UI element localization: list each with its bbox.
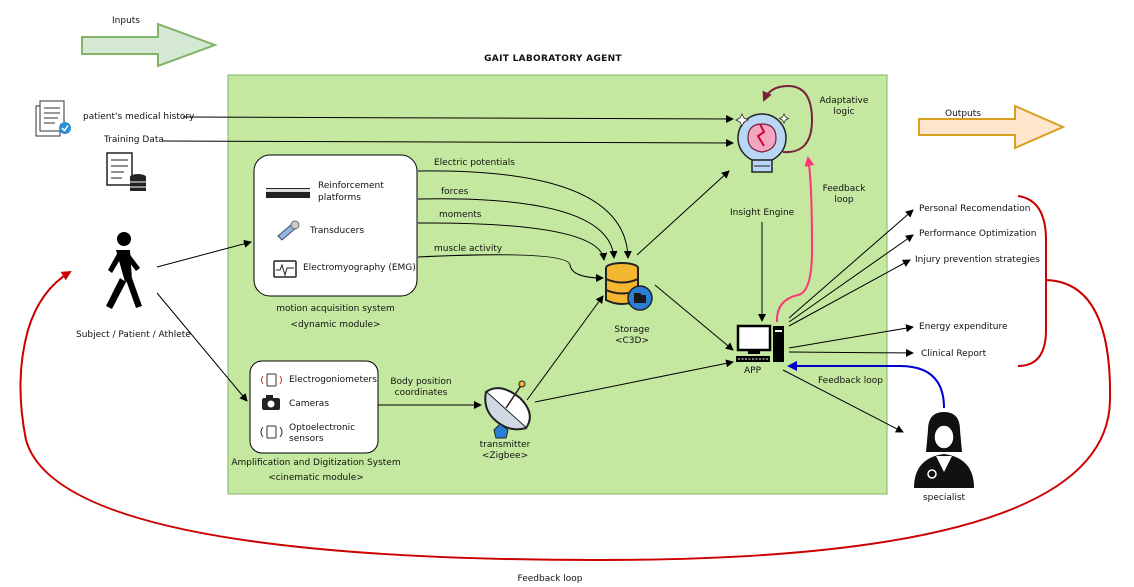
app-feedback-loop-label: Feedback loop	[818, 376, 883, 386]
muscle-activity-label: muscle activity	[434, 244, 503, 254]
inputs-arrow	[81, 22, 218, 68]
electrogoniometers-label: Electrogoniometers	[289, 375, 377, 385]
feedback-loop-l2: loop	[834, 195, 854, 205]
medical-history-icon	[35, 100, 71, 137]
output-performance: Performance Optimization	[919, 229, 1037, 239]
specialist-icon	[914, 412, 974, 488]
cameras-label: Cameras	[289, 399, 330, 409]
cinematic-caption-l1: Amplification and Digitization System	[231, 458, 401, 468]
insight-engine-bulb-icon	[735, 113, 790, 173]
inputs-label: Inputs	[112, 16, 140, 26]
emg-icon	[273, 260, 297, 278]
feedback-loop-pink	[775, 156, 815, 323]
connectors	[156, 114, 914, 433]
cinematic-caption-l2: <cinematic module>	[268, 473, 364, 483]
optoelectronic-label-l2: sensors	[289, 434, 324, 444]
camera-icon	[262, 395, 280, 410]
motion-caption-l2: <dynamic module>	[290, 320, 381, 330]
training-data-icon	[106, 152, 146, 191]
output-energy: Energy expenditure	[919, 322, 1008, 332]
subject-person-icon	[106, 232, 142, 309]
specialist-label: specialist	[922, 493, 966, 503]
feedback-loop-red	[19, 270, 1112, 562]
optoelectronic-icon	[260, 425, 283, 439]
electrogoniometer-icon	[261, 373, 282, 387]
app-label: APP	[744, 366, 762, 376]
diagram-title: GAIT LABORATORY AGENT	[484, 54, 622, 64]
emg-label: Electromyography (EMG)	[303, 263, 416, 273]
platforms-label-l2: platforms	[318, 193, 361, 203]
feedback-loop-blue	[787, 361, 945, 409]
feedback-loop-l1: Feedback	[822, 184, 866, 194]
storage-label-l1: Storage	[614, 325, 650, 335]
motion-caption-l1: motion acquisition system	[276, 304, 395, 314]
training-data-label: Training Data	[104, 135, 164, 145]
transmitter-label-l2: <Zigbee>	[481, 451, 529, 461]
optoelectronic-label-l1: Optoelectronic	[289, 423, 356, 433]
app-computer-icon	[736, 324, 784, 362]
output-clinical: Clinical Report	[921, 349, 987, 359]
insight-engine-label: Insight Engine	[730, 208, 795, 218]
platforms-label-l1: Reinforcement	[318, 181, 384, 191]
transducer-icon	[277, 220, 300, 241]
body-position-l1: Body position	[390, 377, 452, 387]
adaptive-logic-l2: logic	[833, 107, 855, 117]
transducers-label: Transducers	[310, 226, 365, 236]
storage-label-l2: <C3D>	[614, 336, 650, 346]
adaptative-logic-loop	[762, 84, 814, 154]
medical-history-label: patient's medical history	[83, 112, 195, 122]
output-injury: Injury prevention strategies	[915, 255, 1040, 265]
moments-label: moments	[439, 210, 482, 220]
output-personal: Personal Recomendation	[919, 204, 1031, 214]
outputs-bracket	[1017, 195, 1047, 367]
subject-label: Subject / Patient / Athlete	[76, 330, 191, 340]
outputs-label: Outputs	[945, 109, 981, 119]
platform-icon	[266, 188, 310, 198]
outputs-arrow	[918, 104, 1066, 150]
adaptive-logic-l1: Adaptative	[819, 96, 869, 106]
storage-icon	[605, 262, 653, 311]
bottom-feedback-loop-label: Feedback loop	[517, 574, 583, 584]
forces-label: forces	[441, 187, 469, 197]
electric-potentials-label: Electric potentials	[434, 158, 515, 168]
transmitter-icon	[484, 380, 531, 439]
transmitter-label-l1: transmitter	[479, 440, 531, 450]
body-position-l2: coordinates	[394, 388, 448, 398]
